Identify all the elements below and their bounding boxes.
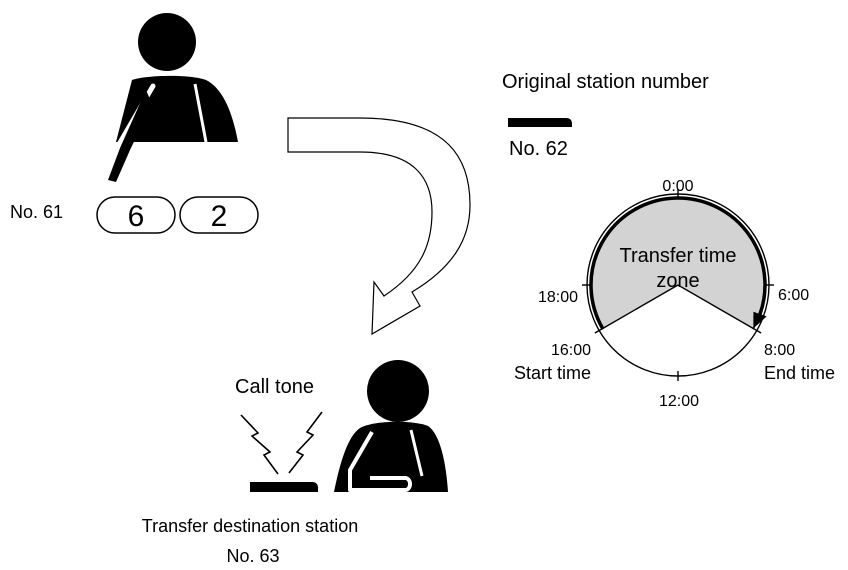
zone-label-line2: zone (656, 270, 699, 292)
dial-key-2-label: 2 (211, 200, 228, 233)
destination-person-icon (334, 360, 448, 492)
original-station-title: Original station number (502, 71, 709, 93)
dial-key-6: 6 (96, 196, 176, 234)
caller-person-icon (108, 13, 238, 185)
dial-key-6-label: 6 (128, 200, 145, 233)
tick-16 (594, 327, 604, 334)
tick-label-0: 0:00 (662, 178, 693, 195)
call-tone-label: Call tone (235, 376, 314, 398)
transfer-time-zone-arc (589, 196, 767, 330)
tick-8 (752, 327, 762, 334)
dial-key-2: 2 (179, 196, 259, 234)
phone-icon-original (508, 118, 572, 127)
tick-label-12: 12:00 (659, 393, 699, 410)
transfer-time-clock: Transfer time zone 0:00 6:00 8:00 12:00 … (514, 178, 835, 410)
tick-label-6: 6:00 (778, 287, 809, 304)
zone-label-line1: Transfer time (619, 245, 736, 267)
caller-label: No. 61 (10, 202, 63, 222)
tick-label-8: 8:00 (764, 342, 795, 359)
tick-label-16: 16:00 (551, 342, 591, 359)
destination-station-title: Transfer destination station (142, 516, 358, 536)
destination-station-label: No. 63 (226, 546, 279, 566)
call-tone-waves-icon (240, 411, 323, 475)
start-time-label: Start time (514, 363, 591, 383)
phone-icon-destination (250, 482, 318, 492)
end-time-arrowhead (753, 311, 767, 329)
end-time-label: End time (764, 363, 835, 383)
original-station-label: No. 62 (509, 138, 568, 160)
tick-label-18: 18:00 (538, 289, 578, 306)
transfer-arrow (287, 117, 471, 336)
